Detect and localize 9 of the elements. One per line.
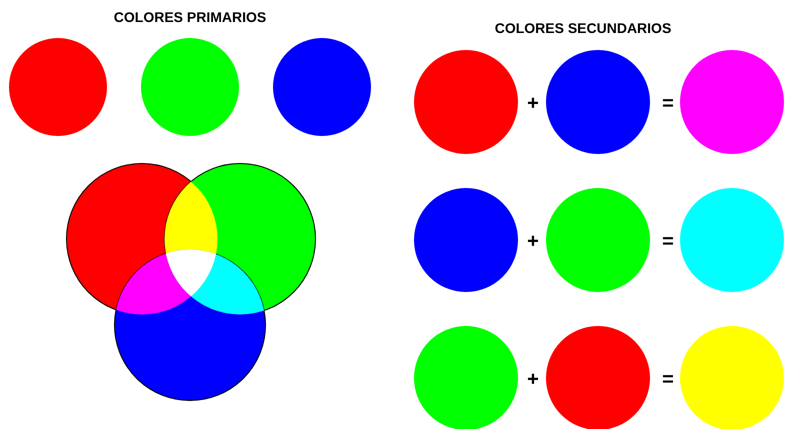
heading: COLORES PRIMARIOS [114,9,266,25]
plus-sign: + [527,92,539,116]
heading: COLORES SECUNDARIOS [494,20,672,36]
plus-sign: + [527,368,539,392]
plus-sign: + [527,230,539,254]
equals-sign: = [662,368,674,392]
venn-diagram-drawing [65,162,317,402]
equals-sign: = [662,92,674,116]
equals-sign: = [662,230,674,254]
